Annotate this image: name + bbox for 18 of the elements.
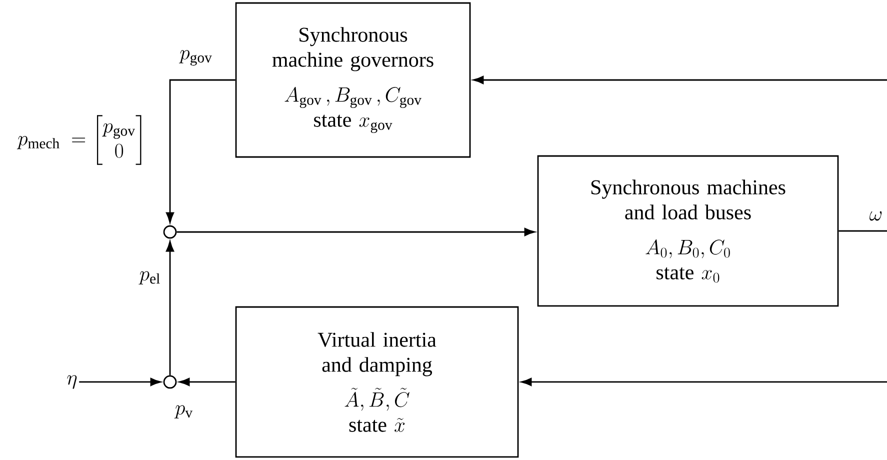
edge-label: $p_{\mathrm{gov}}$: [178, 49, 214, 67]
edge-label: $p_{\mathrm{v}}$: [174, 404, 194, 420]
arrow: [473, 76, 887, 84]
arrow: [179, 378, 236, 386]
process-box: Synchronous machines and load buses $A_0, B_0, C_0$ $\mathrm{state}\ x_0$: [537, 155, 839, 307]
summing-junction: [163, 225, 177, 239]
input-symbol: $\eta$: [67, 375, 77, 389]
process-box: Synchronous machine governors $A_{\mathrm{gov}}\,, B_{\mathrm{gov}}\,, C_{\mathrm{gov}}$ $\mathrm{state}\ x_{\mathrm{gov}}$: [235, 2, 471, 158]
arrow: [521, 378, 887, 386]
arrow: [79, 378, 161, 386]
edge-label: $\omega$: [868, 210, 884, 222]
process-box: Virtual inertia and damping $\tilde{A}, \tilde{B}, \tilde{C}$ $\mathrm{state}\ \tilde{x}$: [235, 306, 519, 458]
arrow: [166, 79, 236, 223]
arrow: [176, 228, 535, 236]
edge-label: $p_{\mathrm{el}}$: [138, 270, 162, 286]
summing-junction: [163, 375, 177, 389]
arrow: [166, 241, 174, 376]
equation-label: $p_{\mathrm{mech}}\ = \begin{bmatrix} p_{\mathrm{gov}} \\ 0 \end{bmatrix}$: [16, 115, 142, 165]
